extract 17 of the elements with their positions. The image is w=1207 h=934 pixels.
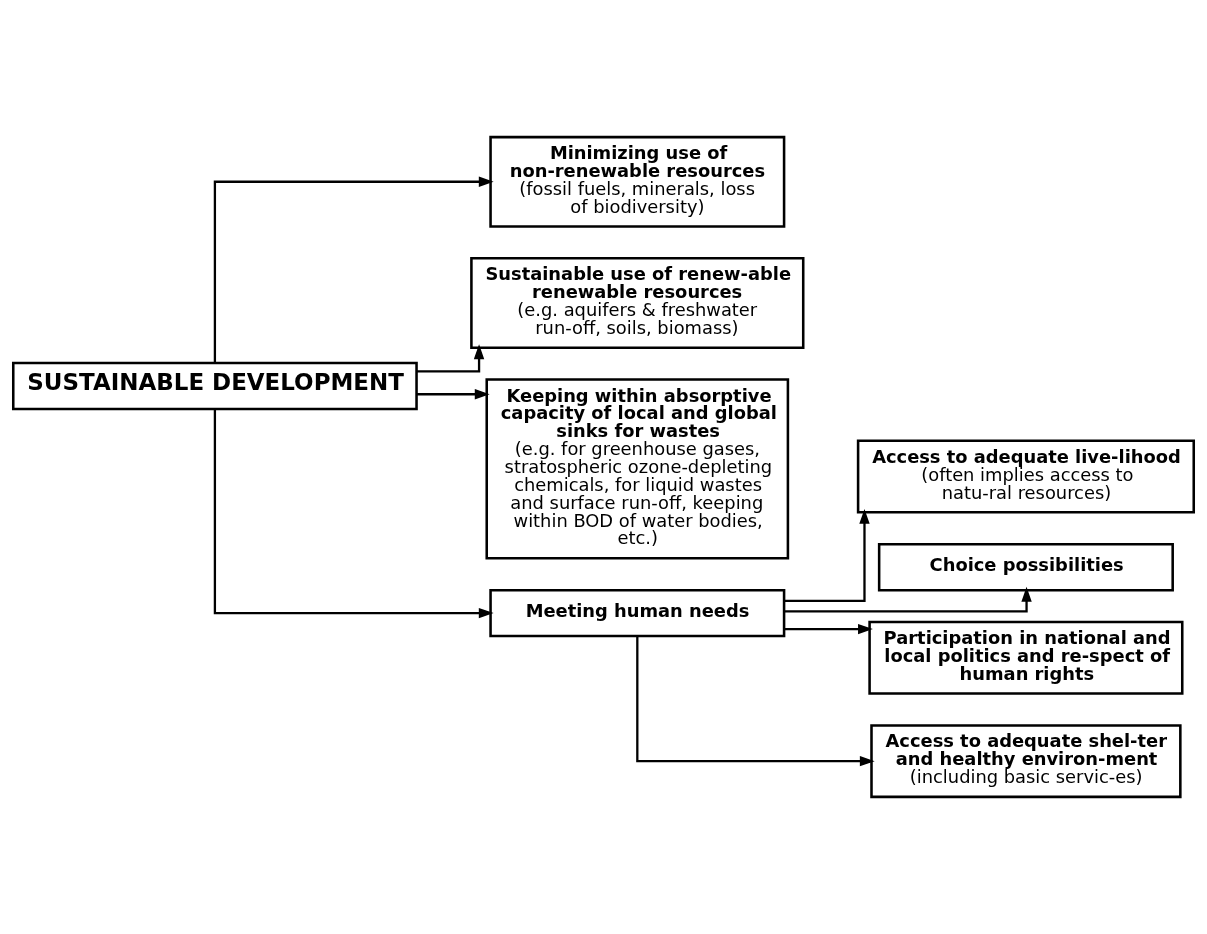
node-box: Access to adequate shel-ter and healthy environ-ment (including basic servic-es) bbox=[870, 724, 1182, 799]
arrow bbox=[416, 389, 490, 400]
node-box: Meeting human needs bbox=[489, 588, 786, 638]
node-box: Sustainable use of renew-able renewable resources (e.g. aquifers & freshwater run-off, soils, biomass) bbox=[470, 257, 805, 349]
node-box: Choice possibilities bbox=[877, 542, 1174, 592]
arrow bbox=[213, 409, 494, 619]
node-box: Participation in national and local politics and re-spect of human rights bbox=[868, 620, 1184, 695]
arrow bbox=[784, 509, 870, 602]
arrow bbox=[636, 636, 875, 767]
arrow bbox=[784, 586, 1032, 613]
node-box: Keeping within absorptive capacity of local and global sinks for wastes (e.g. for greenhouse gases, stratospheric ozone-depleting chemicals, for liquid wastes and surface run-off, keeping within BOD of water bodies, etc.) bbox=[485, 378, 790, 560]
node-box: Minimizing use of non-renewable resources (fossil fuels, minerals, loss of biodiversity) bbox=[489, 135, 786, 228]
arrow bbox=[416, 344, 485, 373]
node-box: Access to adequate live-lihood (often implies access to natu-ral resources) bbox=[856, 439, 1195, 514]
node-box: SUSTAINABLE DEVELOPMENT bbox=[12, 361, 418, 411]
arrow bbox=[784, 623, 873, 635]
arrow bbox=[213, 176, 494, 363]
